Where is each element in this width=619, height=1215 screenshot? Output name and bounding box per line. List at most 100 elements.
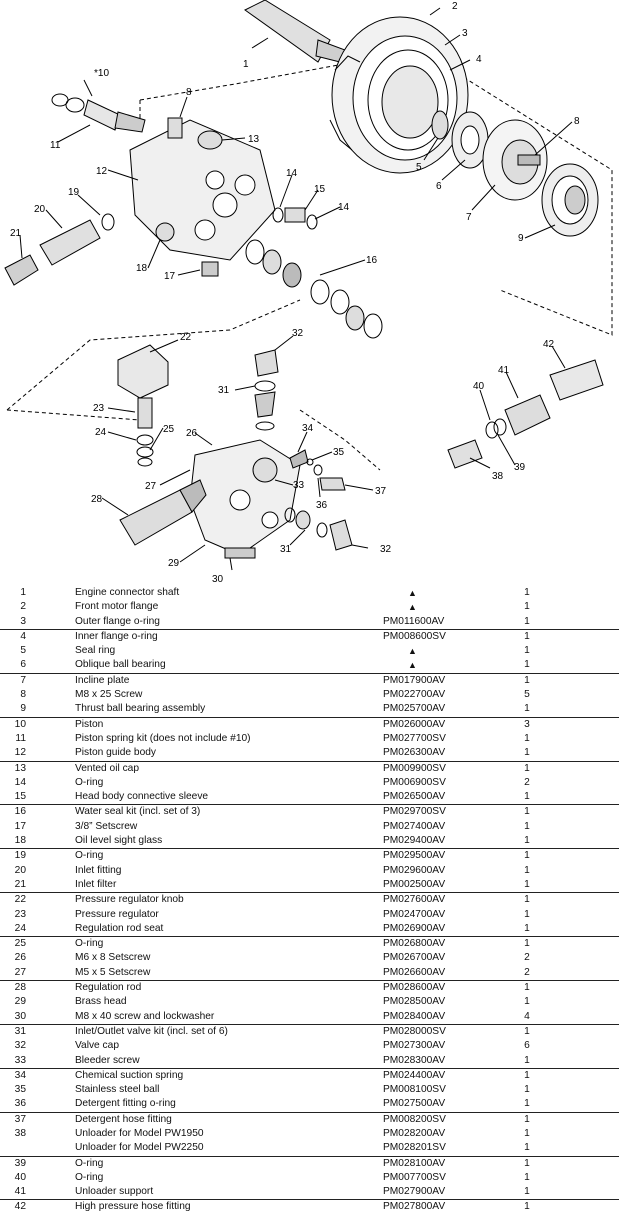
part-number: 1 [20,587,26,598]
part-quantity: 1 [524,864,530,876]
part-quantity: 5 [524,689,530,701]
part-quantity: 2 [524,952,530,964]
part-quantity: 1 [524,1084,530,1096]
part-quantity: 1 [524,1142,530,1154]
part-code: PM028100AV [383,1157,446,1169]
part-description: Inlet fitting [75,864,122,876]
part-code: PM026300AV [383,747,446,759]
callout: 14 [338,202,350,213]
callout: 38 [492,471,504,482]
part-code: PM009900SV [383,762,446,774]
callout: 8 [186,87,192,98]
callout: 21 [10,228,22,239]
part-code: PM027500AV [383,1098,446,1110]
part-description: Detergent hose fitting [75,1113,172,1125]
part-code: PM028200AV [383,1127,446,1139]
part-number: 31 [14,1025,26,1037]
part-description: M5 x 5 Setscrew [75,966,151,978]
callout: 36 [316,500,328,511]
regulation-rod-seat-and-o-ring [136,434,154,467]
part-description: High pressure hose fitting [75,1201,191,1213]
callout: 14 [286,168,298,179]
part-code: PM011600AV [383,615,445,627]
water-seal-kit [245,239,383,339]
part-quantity: 1 [524,762,530,774]
part-quantity: 1 [524,908,530,920]
part-code: PM002500AV [383,878,446,890]
part-code: PM008200SV [383,1113,446,1125]
part-number: 5 [20,645,26,657]
unloader-support [504,394,551,436]
part-code: PM029400AV [383,835,446,847]
detergent-hose-fitting [319,477,346,491]
part-number: 25 [14,938,26,950]
callout: 32 [380,544,392,555]
part-code: ▲ [408,602,417,613]
part-number: 40 [14,1171,26,1183]
callout: 3 [462,28,468,39]
callout: 35 [333,447,345,458]
callout: 16 [366,255,378,266]
part-quantity: 1 [524,894,530,906]
part-description: Inner flange o-ring [75,630,158,642]
callout: 5 [416,162,422,173]
part-description: Head body connective sleeve [75,791,209,803]
part-number: 16 [14,806,26,818]
pressure-regulator [137,397,153,429]
exploded-parts-diagram: 1 2 3 4 5 6 7 8 9 *10 11 12 8 13 14 15 1… [4,0,613,584]
part-description: Detergent fitting o-ring [75,1098,176,1110]
part-code: ▲ [408,588,417,598]
part-description: Inlet/Outlet valve kit (incl. set of 6) [75,1025,228,1037]
part-description: Regulation rod [75,982,142,994]
part-code: ▲ [408,660,417,671]
part-description: Pressure regulator knob [75,894,184,906]
part-quantity: 1 [524,630,530,642]
part-number: 4 [20,630,26,642]
part-number: 15 [14,791,26,803]
callout: 33 [293,480,305,491]
part-code: PM024700AV [383,908,446,920]
o-ring-19 [101,213,115,231]
callout: 7 [466,212,472,223]
part-quantity: 1 [524,922,530,934]
part-description: Piston spring kit (does not include #10) [75,732,251,744]
part-number: 42 [14,1201,26,1213]
part-code: PM029500AV [383,850,446,862]
part-quantity: 2 [524,776,530,788]
part-number: 23 [14,908,26,920]
part-quantity: 1 [524,732,530,744]
part-description: O-ring [75,1171,104,1183]
part-quantity: 1 [524,850,530,862]
part-description: Unloader for Model PW2250 [75,1142,204,1154]
part-description: Vented oil cap [75,762,140,774]
callout: 12 [96,166,108,177]
part-code: PM006900SV [383,776,446,788]
part-code: PM017900AV [383,674,446,686]
callout: 19 [68,187,80,198]
part-quantity: 3 [524,718,530,730]
callout: 4 [476,54,482,65]
unloader [447,439,483,469]
part-description: Front motor flange [75,601,159,613]
part-description: Chemical suction spring [75,1069,184,1081]
part-number: 21 [14,878,26,890]
part-number: 41 [14,1186,26,1198]
part-description: O-ring [75,850,104,862]
